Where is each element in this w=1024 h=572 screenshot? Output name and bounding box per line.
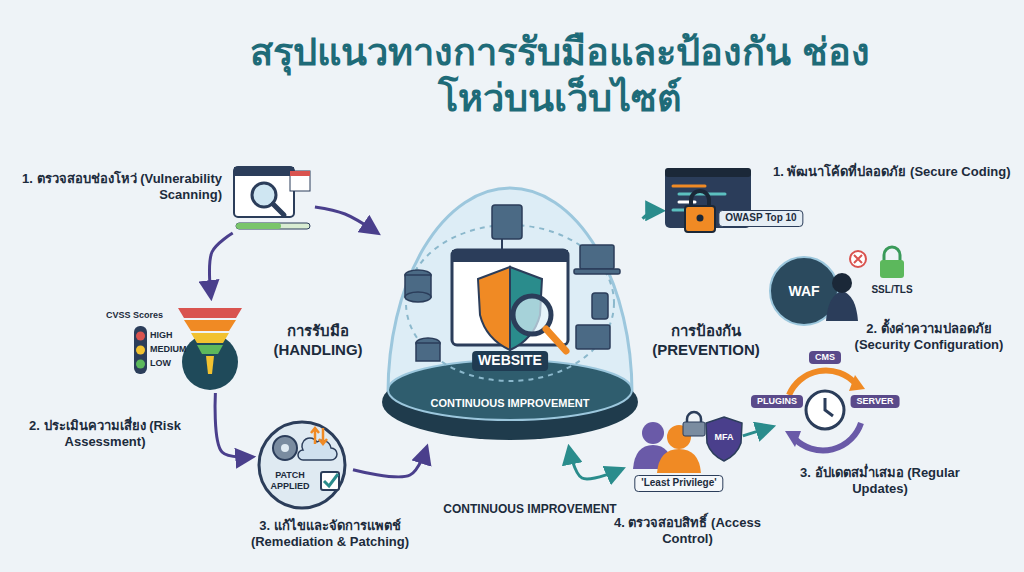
step-icon: MFA'Least Privilege'4. ตรวจสอบสิทธิ์ (Ac… — [625, 415, 740, 495]
icon-drawing — [255, 420, 350, 510]
step-label: 1. ตรวจสอบช่องโหว่ (Vulnerability Scanni… — [10, 171, 222, 204]
flow-arrow — [215, 393, 252, 457]
component-tag: PLUGINS — [751, 395, 803, 408]
component-tag: SERVER — [851, 395, 900, 408]
component-tag: CMS — [809, 351, 841, 364]
severity-label: LOW — [150, 358, 171, 369]
step-icon: WAFSSL/TLS2. ตั้งค่าความปลอดภัย (Securit… — [768, 255, 848, 327]
standard-tag: OWASP Top 10 — [718, 210, 803, 227]
section-label: การรับมือ (HANDLING) — [262, 322, 374, 360]
principle-tag: 'Least Privilege' — [634, 475, 723, 492]
flow-arrow — [209, 233, 232, 297]
step-icon: OWASP Top 101. พัฒนาโค้ดที่ปลอดภัย (Secu… — [665, 168, 770, 240]
flow-arrow — [569, 448, 622, 479]
website-dome: WEBSITE CONTINUOUS IMPROVEMENT — [380, 175, 640, 445]
severity-label: HIGH — [150, 330, 173, 341]
mfa-label: MFA — [709, 431, 740, 444]
ribbon-label: WEBSITE — [472, 351, 548, 371]
flow-arrow — [642, 211, 662, 219]
step-label: 2. ตั้งค่าความปลอดภัย (Security Configur… — [840, 321, 1018, 354]
flow-arrow — [743, 427, 772, 436]
flow-arrow — [353, 448, 427, 477]
severity-label: MEDIUM — [150, 344, 187, 355]
step-label: 3. แก้ไขและจัดการแพตช์ (Remediation & Pa… — [225, 518, 435, 551]
protocol-label: SSL/TLS — [865, 283, 918, 298]
step-icon: PATCH APPLIED3. แก้ไขและจัดการแพตช์ (Rem… — [255, 420, 350, 510]
flow-arrow — [315, 207, 377, 233]
diagram-title: สรุปแนวทางการรับมือและป้องกัน ช่องโหว่บน… — [240, 30, 880, 121]
scale-title: CVSS Scores — [106, 310, 163, 321]
platform-label: CONTINUOUS IMPROVEMENT — [425, 396, 596, 412]
step-label: 2. ประเมินความเสี่ยง (Risk Assessment) — [10, 418, 200, 451]
section-label: การป้องกัน (PREVENTION) — [645, 322, 767, 360]
step-icon: CVSS ScoresHIGHMEDIUMLOW2. ประเมินความเส… — [170, 300, 250, 390]
icon-drawing — [665, 168, 770, 240]
icon-drawing — [775, 365, 875, 455]
firewall-label: WAF — [782, 282, 825, 302]
step-icon: 1. ตรวจสอบช่องโหว่ (Vulnerability Scanni… — [232, 163, 312, 231]
step-label: 1. พัฒนาโค้ดที่ปลอดภัย (Secure Coding) — [773, 164, 1011, 180]
icon-drawing — [232, 163, 312, 231]
cycle-label: CONTINUOUS IMPROVEMENT — [430, 502, 630, 517]
step-icon: CMSPLUGINSSERVER3. อัปเดตสม่ำเสมอ (Regul… — [775, 365, 875, 455]
step-label: 3. อัปเดตสม่ำเสมอ (Regular Updates) — [775, 465, 985, 498]
step-label: 4. ตรวจสอบสิทธิ์ (Access Control) — [595, 515, 780, 548]
status-label: PATCH APPLIED — [261, 470, 319, 493]
